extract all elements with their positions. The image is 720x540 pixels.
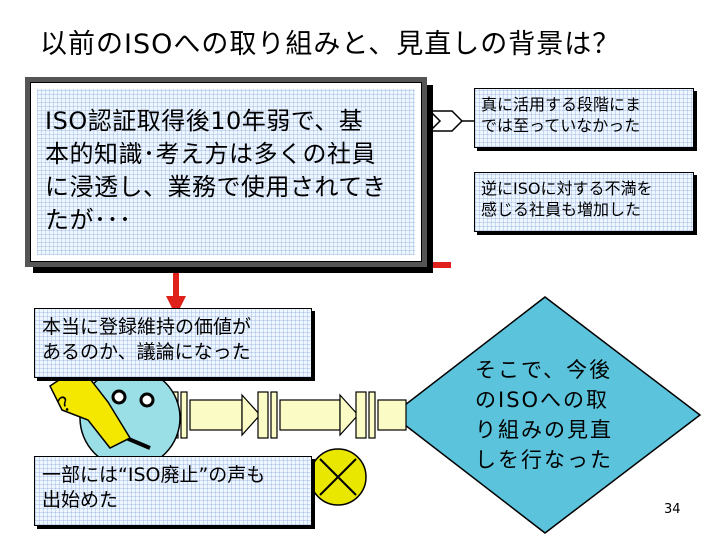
decision-diamond bbox=[390, 296, 702, 534]
slide-title: 以前のISOへの取り組みと、見直しの背景は？ bbox=[40, 29, 621, 60]
callout-not-utilized-line-1: 真に活用する段階にま bbox=[481, 95, 642, 114]
main-line-1: ISO認証取得後10年弱で、基 bbox=[45, 107, 364, 135]
diamond-line-4: しを行なった bbox=[475, 448, 613, 472]
callout-debate-line-2: あるのか、議論になった bbox=[42, 341, 251, 363]
callout-abolish-line-1: 一部には“ISO廃止”の声も bbox=[42, 464, 266, 486]
face-eye-right bbox=[139, 392, 155, 408]
callout-dissatisfaction-line-2: 感じる社員も増加した bbox=[481, 200, 642, 219]
callout-not-utilized-line-2: では至っていなかった bbox=[481, 116, 641, 135]
main-statement-box: ISO認証取得後10年弱で、基 本的知識･考え方は多くの社員 に浸透し、業務で使… bbox=[30, 82, 422, 262]
main-line-4: たが･･･ bbox=[45, 206, 132, 234]
page-number: 34 bbox=[664, 502, 681, 517]
main-line-2: 本的知識･考え方は多くの社員 bbox=[45, 140, 376, 168]
callout-debate-line-1: 本当に登録維持の価値が bbox=[42, 316, 252, 338]
main-statement-text: ISO認証取得後10年弱で、基 本的知識･考え方は多くの社員 に浸透し、業務で使… bbox=[37, 89, 415, 253]
question-burst-icon bbox=[49, 364, 132, 449]
main-statement-fill: ISO認証取得後10年弱で、基 本的知識･考え方は多くの社員 に浸透し、業務で使… bbox=[37, 89, 415, 255]
callout-dissatisfaction-line-1: 逆にISOに対する不満を bbox=[481, 179, 653, 198]
face-eye-left bbox=[111, 389, 127, 405]
callout-abolish-line-2: 出始めた bbox=[42, 489, 119, 511]
callout-abolish: 一部には“ISO廃止”の声も 出始めた bbox=[34, 456, 312, 526]
main-flow-arrow bbox=[173, 262, 451, 300]
diamond-line-1: そこで、今後 bbox=[475, 358, 613, 382]
main-flow-arrowhead bbox=[166, 296, 186, 316]
callout-not-utilized: 真に活用する段階にま では至っていなかった bbox=[474, 88, 694, 148]
diamond-line-2: のISOへの取 bbox=[475, 388, 610, 412]
process-pipe bbox=[167, 391, 407, 439]
cross-line-b bbox=[319, 458, 357, 496]
main-line-3: に浸透し、業務で使用されてき bbox=[45, 173, 387, 201]
callout-debate: 本当に登録維持の価値が あるのか、議論になった bbox=[34, 308, 312, 378]
callout-dissatisfaction: 逆にISOに対する不満を 感じる社員も増加した bbox=[474, 172, 694, 232]
diamond-text: そこで、今後 のISOへの取 り組みの見直 しを行なった bbox=[475, 355, 613, 475]
diamond-line-3: り組みの見直 bbox=[475, 418, 613, 442]
chevron-icon bbox=[428, 110, 464, 132]
